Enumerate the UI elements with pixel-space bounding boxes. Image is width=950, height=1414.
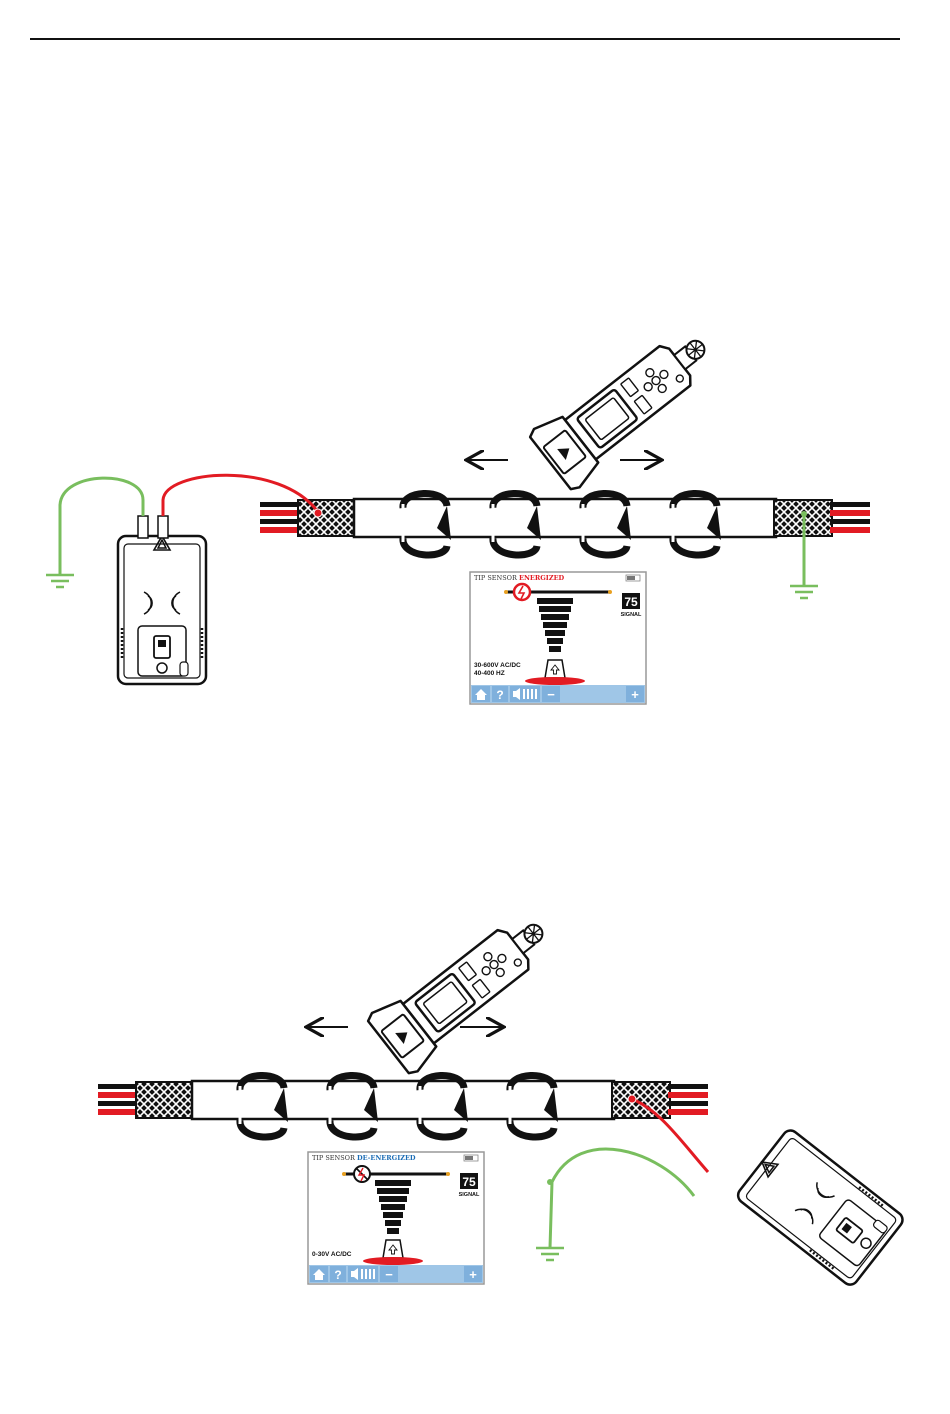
signal-value: 75: [462, 1175, 476, 1189]
tip-glow: [363, 1257, 423, 1265]
tracer-screen-energized: TIP SENSOR ENERGIZED 75 SIGNAL: [470, 572, 646, 704]
frequency-range: 40-400 HZ: [474, 670, 505, 677]
tip-glow: [525, 677, 585, 685]
ground-lead-green: [550, 1149, 694, 1248]
signal-label: SIGNAL: [621, 612, 642, 618]
ground-symbol-icon: [790, 586, 818, 598]
signal-value: 75: [624, 595, 638, 609]
screen-title: TIP SENSOR DE-ENERGIZED: [312, 1154, 416, 1162]
tracer-handheld: [528, 315, 726, 492]
cable-bottom-right-conductors: [668, 1084, 708, 1115]
transmitter-unit: [735, 1127, 906, 1287]
braid-shield-bottom-right: [612, 1082, 670, 1118]
top-scenario: TIP SENSOR ENERGIZED 75 SIGNAL: [46, 315, 870, 704]
cable-top-left-conductors: [260, 502, 300, 533]
braid-shield-bottom-left: [136, 1082, 194, 1118]
minus-icon: −: [547, 687, 555, 702]
cable-top-right-conductors: [830, 502, 870, 533]
ground-symbol-icon: [46, 575, 74, 587]
tracer-handheld: [366, 899, 564, 1076]
voltage-range: 30-600V AC/DC: [474, 662, 521, 669]
voltage-range: 0-30V AC/DC: [312, 1251, 352, 1258]
transmitter-port-signal: [158, 516, 168, 538]
screen-toolbar: ? − +: [309, 1265, 483, 1283]
braid-shield-top-left: [298, 500, 356, 536]
ground-symbol-icon: [536, 1248, 564, 1260]
plus-icon: +: [469, 1267, 477, 1282]
plus-icon: +: [631, 687, 639, 702]
help-icon: ?: [496, 688, 503, 702]
signal-lead-red: [163, 475, 318, 516]
minus-icon: −: [385, 1267, 393, 1282]
bottom-scenario: TIP SENSOR DE-ENERGIZED 75: [98, 899, 906, 1288]
signal-label: SIGNAL: [459, 1192, 480, 1198]
transmitter-unit: [118, 536, 206, 684]
cable-bottom-left-conductors: [98, 1084, 138, 1115]
transmitter-port-ground: [138, 516, 148, 538]
screen-toolbar: ? − +: [471, 685, 645, 703]
tracer-screen-de-energized: TIP SENSOR DE-ENERGIZED 75: [308, 1152, 484, 1284]
screen-title: TIP SENSOR ENERGIZED: [474, 574, 565, 582]
help-icon: ?: [334, 1268, 341, 1282]
